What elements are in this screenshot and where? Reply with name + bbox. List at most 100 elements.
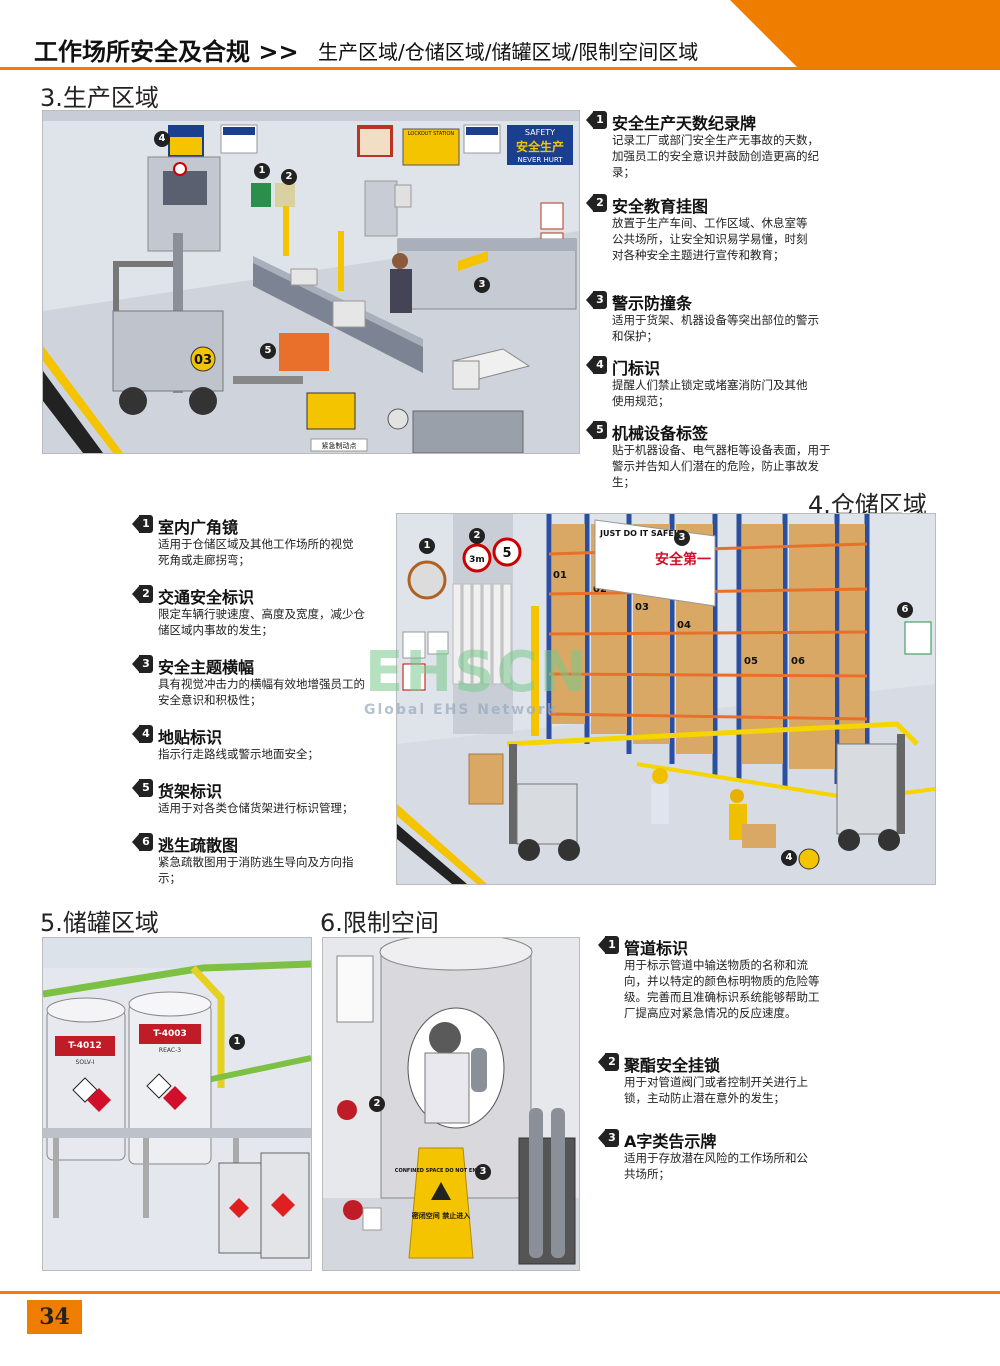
rack-label-03: 03	[635, 602, 649, 613]
item-number: 2	[593, 194, 607, 212]
item-desc: 适用于仓储区域及其他工作场所的视觉死角或走廊拐弯；	[158, 537, 354, 567]
confined-illustration: CONFINED SPACE DO NOT ENTER 密闭空间 禁止进入	[323, 938, 579, 1270]
item-title: 安全生产天数纪录牌	[612, 114, 757, 133]
rack-label-05: 05	[744, 656, 758, 667]
emergency-label-text: 紧急制动点	[322, 441, 357, 450]
item-title: 管道标识	[624, 939, 689, 958]
tank-scene: T-4012 SOLV-I T-4003 REAC-3 1	[42, 937, 312, 1271]
rack-label-02: 02	[593, 584, 607, 595]
header-accent-shape	[730, 0, 1000, 70]
warehouse-item-5: 5 货架标识 适用于对各类仓储货架进行标识管理；	[132, 778, 392, 818]
rack-label-01: 01	[553, 570, 567, 581]
item-desc: 提醒人们禁止锁定或堵塞消防门及其他使用规范；	[612, 378, 808, 408]
item-desc: 记录工厂或部门安全生产无事故的天数，加强员工的安全意识并鼓励创造更高的纪录；	[612, 133, 819, 179]
footer-divider	[0, 1291, 1000, 1294]
confined-callout-3: 3	[475, 1164, 491, 1180]
warehouse-callout-2: 2	[469, 528, 485, 544]
item-desc: 适用于对各类仓储货架进行标识管理；	[158, 801, 354, 815]
production-callout-2: 2	[281, 169, 297, 185]
item-title: 警示防撞条	[612, 294, 693, 313]
item-desc: 用于对管道阀门或者控制开关进行上锁，主动防止潜在意外的发生；	[624, 1075, 808, 1105]
item-title: 聚酯安全挂锁	[624, 1056, 721, 1075]
confined-scene: CONFINED SPACE DO NOT ENTER 密闭空间 禁止进入 2 …	[322, 937, 580, 1271]
section-title-confined: 6.限制空间	[320, 909, 439, 937]
tank1-label-text: T-4012	[68, 1041, 102, 1051]
tank-callout-1: 1	[229, 1034, 245, 1050]
production-item-1: 1 安全生产天数纪录牌 记录工厂或部门安全生产无事故的天数，加强员工的安全意识并…	[586, 110, 846, 179]
speed-limit-text: 5	[502, 546, 511, 561]
item-marker-icon	[132, 585, 140, 603]
item-number: 3	[605, 1129, 619, 1147]
item-marker-icon	[132, 655, 140, 673]
item-number: 3	[139, 655, 153, 673]
sign-never-hurt-text: NEVER HURT	[518, 156, 564, 164]
production-item-4: 4 门标识 提醒人们禁止锁定或堵塞消防门及其他使用规范；	[586, 355, 846, 408]
confined-item-3: 3 A字类告示牌 适用于存放潜在风险的工作场所和公共场所；	[598, 1128, 858, 1188]
warehouse-item-4: 4 地贴标识 指示行走路线或警示地面安全；	[132, 724, 392, 764]
production-item-3: 3 警示防撞条 适用于货架、机器设备等突出部位的警示和保护；	[586, 290, 846, 343]
production-callout-5: 5	[260, 343, 276, 359]
production-callout-4: 4	[154, 131, 170, 147]
warehouse-item-2: 2 交通安全标识 限定车辆行驶速度、高度及宽度，减少仓储区域内事故的发生；	[132, 584, 392, 637]
item-number: 1	[139, 515, 153, 533]
item-desc: 放置于生产车间、工作区域、休息室等公共场所，让安全知识易学易懂，时刻对各种安全主…	[612, 216, 808, 262]
header-divider	[0, 67, 1000, 70]
warehouse-item-6: 6 逃生疏散图 紧急疏散图用于消防逃生导向及方向指示；	[132, 832, 392, 885]
item-title: 安全主题横幅	[158, 658, 255, 677]
item-number: 4	[593, 356, 607, 374]
warehouse-scene: 3m 5 01 02 03	[396, 513, 936, 885]
section-title-production: 3.生产区域	[40, 84, 159, 112]
item-desc: 具有视觉冲击力的横幅有效地增强员工的安全意识和积极性；	[158, 677, 365, 707]
banner-en-text: JUST DO IT SAFELY	[599, 529, 684, 538]
production-illustration: SAFETY 安全生产 NEVER HURT LOCKOUT STATION	[43, 111, 579, 453]
item-desc: 适用于货架、机器设备等突出部位的警示和保护；	[612, 313, 819, 343]
item-title: 货架标识	[158, 782, 223, 801]
tank1-sub-text: SOLV-I	[76, 1059, 95, 1066]
item-desc: 限定车辆行驶速度、高度及宽度，减少仓储区域内事故的发生；	[158, 607, 365, 637]
item-title: 门标识	[612, 359, 661, 378]
watermark-logo: EHSCN	[365, 640, 589, 705]
item-number: 2	[139, 585, 153, 603]
confined-item-2: 2 聚酯安全挂锁 用于对管道阀门或者控制开关进行上锁，主动防止潜在意外的发生；	[598, 1052, 858, 1112]
item-number: 5	[139, 779, 153, 797]
item-desc: 贴于机器设备、电气器柜等设备表面，用于警示并告知人们潜在的危险，防止事故发生；	[612, 443, 831, 489]
item-number: 1	[605, 936, 619, 954]
item-marker-icon	[132, 515, 140, 533]
item-number: 2	[605, 1053, 619, 1071]
a-sign-cn-text: 密闭空间 禁止进入	[412, 1211, 470, 1220]
height-limit-text: 3m	[469, 555, 485, 565]
item-title: 安全教育挂图	[612, 197, 709, 216]
production-item-5: 5 机械设备标签 贴于机器设备、电气器柜等设备表面，用于警示并告知人们潜在的危险…	[586, 420, 846, 489]
header-subtitle: 生产区域/仓储区域/储罐区域/限制空间区域	[318, 40, 699, 64]
item-desc: 紧急疏散图用于消防逃生导向及方向指示；	[158, 855, 354, 885]
item-marker-icon	[586, 356, 594, 374]
warehouse-item-3: 3 安全主题横幅 具有视觉冲击力的横幅有效地增强员工的安全意识和积极性；	[132, 654, 392, 707]
item-marker-icon	[132, 725, 140, 743]
item-number: 1	[593, 111, 607, 129]
sign-lockout-text: LOCKOUT STATION	[408, 131, 455, 137]
rack-label-06: 06	[791, 656, 805, 667]
confined-callout-2: 2	[369, 1096, 385, 1112]
item-title: 地贴标识	[158, 728, 223, 747]
warehouse-callout-1: 1	[419, 538, 435, 554]
warehouse-callout-6: 6	[897, 602, 913, 618]
tank-illustration: T-4012 SOLV-I T-4003 REAC-3	[43, 938, 311, 1270]
tank2-label-text: T-4003	[153, 1029, 187, 1039]
warehouse-callout-3: 3	[674, 530, 690, 546]
forklift-number-text: 03	[194, 353, 212, 368]
rack-label-04: 04	[677, 620, 691, 631]
item-desc: 指示行走路线或警示地面安全；	[158, 747, 319, 761]
header-title: 工作场所安全及合规 >>	[34, 38, 299, 66]
item-number: 4	[139, 725, 153, 743]
item-title: 机械设备标签	[612, 424, 709, 443]
item-number: 3	[593, 291, 607, 309]
sign-safety-text: SAFETY	[525, 128, 555, 137]
tank2-sub-text: REAC-3	[159, 1047, 181, 1054]
warehouse-item-1: 1 室内广角镜 适用于仓储区域及其他工作场所的视觉死角或走廊拐弯；	[132, 514, 392, 567]
item-marker-icon	[586, 291, 594, 309]
item-marker-icon	[598, 1053, 606, 1071]
item-marker-icon	[586, 194, 594, 212]
item-desc: 用于标示管道中输送物质的名称和流向，并以特定的颜色标明物质的危险等级。完善而且准…	[624, 958, 820, 1020]
item-marker-icon	[598, 936, 606, 954]
warehouse-callout-4: 4	[781, 850, 797, 866]
